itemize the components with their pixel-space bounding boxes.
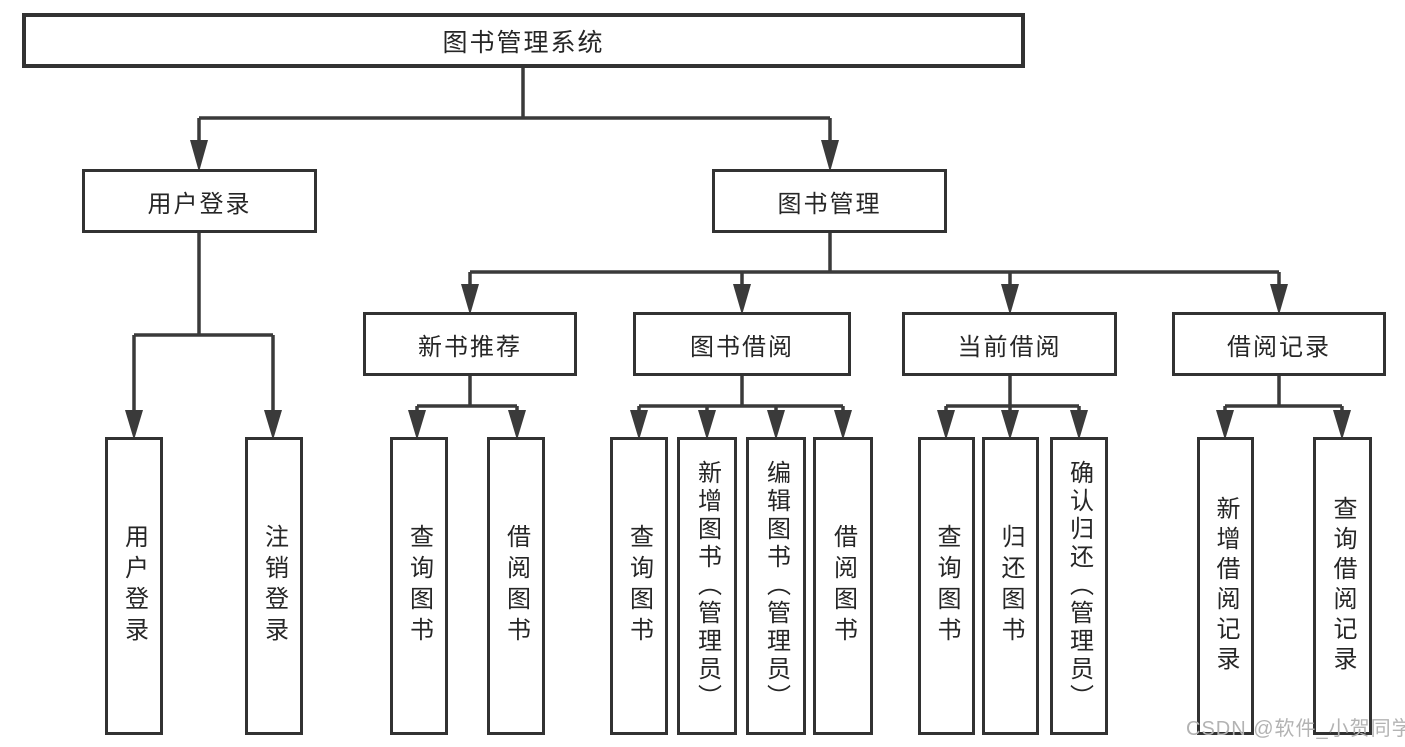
node-current-borrow: 当前借阅: [902, 312, 1117, 376]
node-label: 确认归还（管理员）: [1065, 460, 1093, 712]
node-new-book-recommend: 新书推荐: [363, 312, 577, 376]
node-label: 查询图书: [933, 524, 960, 648]
node-label: 查询借阅记录: [1329, 496, 1356, 676]
node-leaf-borrow-books-recommend: 借阅图书: [487, 437, 545, 735]
node-label: 注销登录: [260, 524, 288, 648]
node-label: 新增图书（管理员）: [693, 460, 721, 712]
watermark: CSDN @软件_小贺同学: [1186, 718, 1405, 740]
node-leaf-confirm-return-admin: 确认归还（管理员）: [1050, 437, 1108, 735]
node-label: 新增借阅记录: [1212, 496, 1239, 676]
node-label: 归还图书: [997, 524, 1024, 648]
node-leaf-query-books-borrow: 查询图书: [610, 437, 668, 735]
node-label: 图书借阅: [690, 333, 794, 361]
node-user-login: 用户登录: [82, 169, 317, 233]
node-leaf-query-borrow-record: 查询借阅记录: [1313, 437, 1372, 735]
node-library-management-system: 图书管理系统: [22, 13, 1025, 68]
node-leaf-add-books-admin: 新增图书（管理员）: [677, 437, 737, 735]
node-label: 图书管理系统: [442, 28, 605, 57]
node-leaf-edit-books-admin: 编辑图书（管理员）: [746, 437, 806, 735]
node-label: 用户登录: [147, 190, 252, 218]
node-label: 编辑图书（管理员）: [762, 460, 790, 712]
tree-edges: [132, 68, 1344, 412]
node-label: 借阅记录: [1227, 333, 1331, 361]
node-leaf-user-login: 用户登录: [105, 437, 163, 735]
node-label: 查询图书: [625, 524, 653, 648]
node-leaf-return-books: 归还图书: [982, 437, 1039, 735]
node-leaf-query-books-recommend: 查询图书: [390, 437, 448, 735]
node-label: 借阅图书: [502, 524, 530, 648]
arrowheads: [125, 140, 1351, 440]
node-label: 用户登录: [120, 524, 148, 648]
node-label: 图书管理: [777, 190, 882, 218]
node-book-management: 图书管理: [712, 169, 947, 233]
node-label: 借阅图书: [829, 524, 857, 648]
node-label: 当前借阅: [957, 333, 1062, 361]
node-label: 查询图书: [405, 524, 433, 648]
node-leaf-borrow-books: 借阅图书: [813, 437, 873, 735]
node-book-borrow: 图书借阅: [633, 312, 851, 376]
node-leaf-query-books-current: 查询图书: [918, 437, 975, 735]
node-label: 新书推荐: [418, 333, 522, 361]
node-leaf-add-borrow-record: 新增借阅记录: [1197, 437, 1254, 735]
node-leaf-logout-login: 注销登录: [245, 437, 303, 735]
node-borrow-record: 借阅记录: [1172, 312, 1386, 376]
